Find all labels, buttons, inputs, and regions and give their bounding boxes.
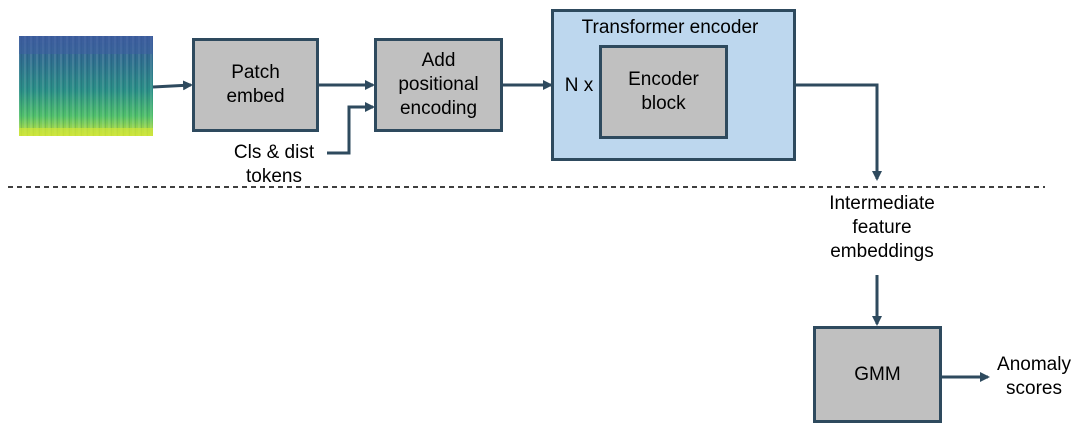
patch-embed-label: Patch embed bbox=[226, 62, 285, 107]
patch-embed-box: Patch embed bbox=[192, 38, 319, 132]
add-positional-encoding-label: Add positional encoding bbox=[398, 50, 479, 119]
gmm-label: GMM bbox=[854, 363, 901, 385]
repeat-count-label: N x bbox=[564, 75, 594, 96]
arrow-tokens-to-positional bbox=[327, 102, 375, 155]
intermediate-embeddings-label: Intermediate feature embeddings bbox=[829, 193, 935, 262]
encoder-block-label: Encoder block bbox=[628, 69, 699, 114]
add-positional-encoding-box: Add positional encoding bbox=[374, 38, 503, 132]
encoder-block-box: Encoder block bbox=[599, 45, 728, 139]
anomaly-scores-label: Anomaly scores bbox=[997, 354, 1071, 399]
arrow-transformer-to-embeddings bbox=[795, 83, 882, 181]
spectrogram-image bbox=[19, 36, 153, 136]
arrow-spectrogram-to-patch bbox=[152, 80, 193, 91]
gmm-box: GMM bbox=[813, 326, 942, 423]
transformer-encoder-title: Transformer encoder bbox=[581, 17, 759, 38]
cls-dist-tokens-label: Cls & dist tokens bbox=[233, 142, 315, 187]
